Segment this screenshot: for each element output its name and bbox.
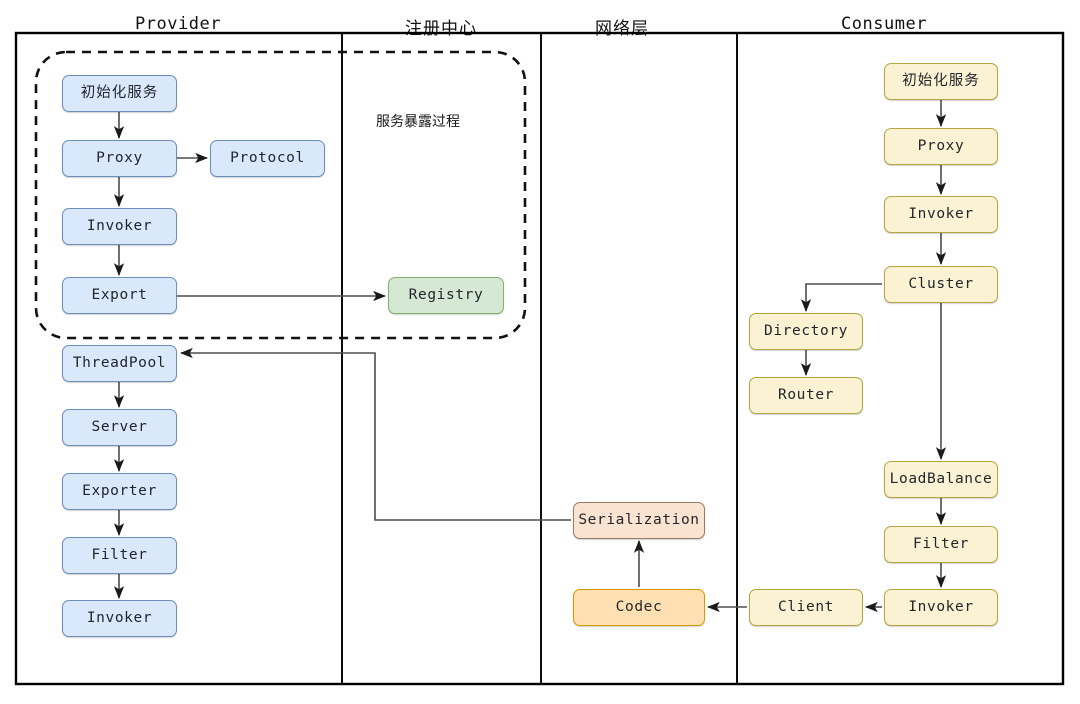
node-label: Invoker [86, 610, 153, 627]
node-label: Export [91, 287, 148, 304]
node-label: Proxy [917, 138, 965, 155]
node-p-filter[interactable]: Filter [62, 537, 177, 574]
node-label: 初始化服务 [902, 73, 980, 90]
node-c-invoker[interactable]: Invoker [884, 196, 998, 233]
node-label: Directory [764, 323, 848, 340]
node-p-invoker[interactable]: Invoker [62, 208, 177, 245]
node-c-directory[interactable]: Directory [749, 313, 863, 350]
service-exposure-dashed-group [34, 50, 527, 340]
node-r-registry[interactable]: Registry [388, 277, 504, 314]
node-label: Client [778, 599, 834, 616]
node-c-filter[interactable]: Filter [884, 526, 998, 563]
node-label: Invoker [908, 206, 974, 223]
node-n-serial[interactable]: Serialization [573, 502, 705, 539]
node-c-router[interactable]: Router [749, 377, 863, 414]
node-label: Router [778, 387, 834, 404]
node-label: Invoker [86, 218, 153, 235]
node-p-proxy[interactable]: Proxy [62, 140, 177, 177]
column-title-label: Provider [135, 14, 221, 34]
node-label: Protocol [230, 150, 305, 167]
column-title-label: Consumer [841, 14, 927, 34]
node-label: Filter [91, 547, 148, 564]
node-c-invoker2[interactable]: Invoker [884, 589, 998, 626]
note-expose-note: 服务暴露过程 [376, 114, 460, 130]
node-label: Cluster [908, 276, 974, 293]
node-label: Codec [615, 599, 663, 616]
node-p-init[interactable]: 初始化服务 [62, 75, 177, 112]
node-label: LoadBalance [889, 471, 993, 488]
node-label: Server [91, 419, 148, 436]
node-label: Proxy [96, 150, 143, 167]
node-c-cluster[interactable]: Cluster [884, 266, 998, 303]
node-n-codec[interactable]: Codec [573, 589, 705, 626]
node-c-proxy[interactable]: Proxy [884, 128, 998, 165]
node-c-loadbal[interactable]: LoadBalance [884, 461, 998, 498]
node-label: ThreadPool [72, 355, 167, 372]
node-label: Serialization [578, 512, 700, 529]
node-label: Registry [408, 287, 484, 304]
lane-frame [14, 31, 1065, 686]
node-label: Invoker [908, 599, 974, 616]
edge-c-cluster-to-c-directory [800, 283, 882, 312]
node-p-threadpool[interactable]: ThreadPool [62, 345, 177, 382]
edge-paths [113, 100, 947, 613]
node-label: Exporter [82, 483, 157, 500]
node-p-export[interactable]: Export [62, 277, 177, 314]
node-p-invoker2[interactable]: Invoker [62, 600, 177, 637]
node-label: 初始化服务 [80, 85, 159, 102]
node-p-protocol[interactable]: Protocol [210, 140, 325, 177]
node-p-exporter[interactable]: Exporter [62, 473, 177, 510]
service-exposure-group [34, 50, 527, 340]
node-c-init[interactable]: 初始化服务 [884, 63, 998, 100]
edge-n-serial-to-p-threadpool [180, 347, 571, 521]
node-label: Filter [913, 536, 969, 553]
node-p-server[interactable]: Server [62, 409, 177, 446]
node-c-client[interactable]: Client [749, 589, 863, 626]
lane-outer-rect [14, 31, 1065, 686]
